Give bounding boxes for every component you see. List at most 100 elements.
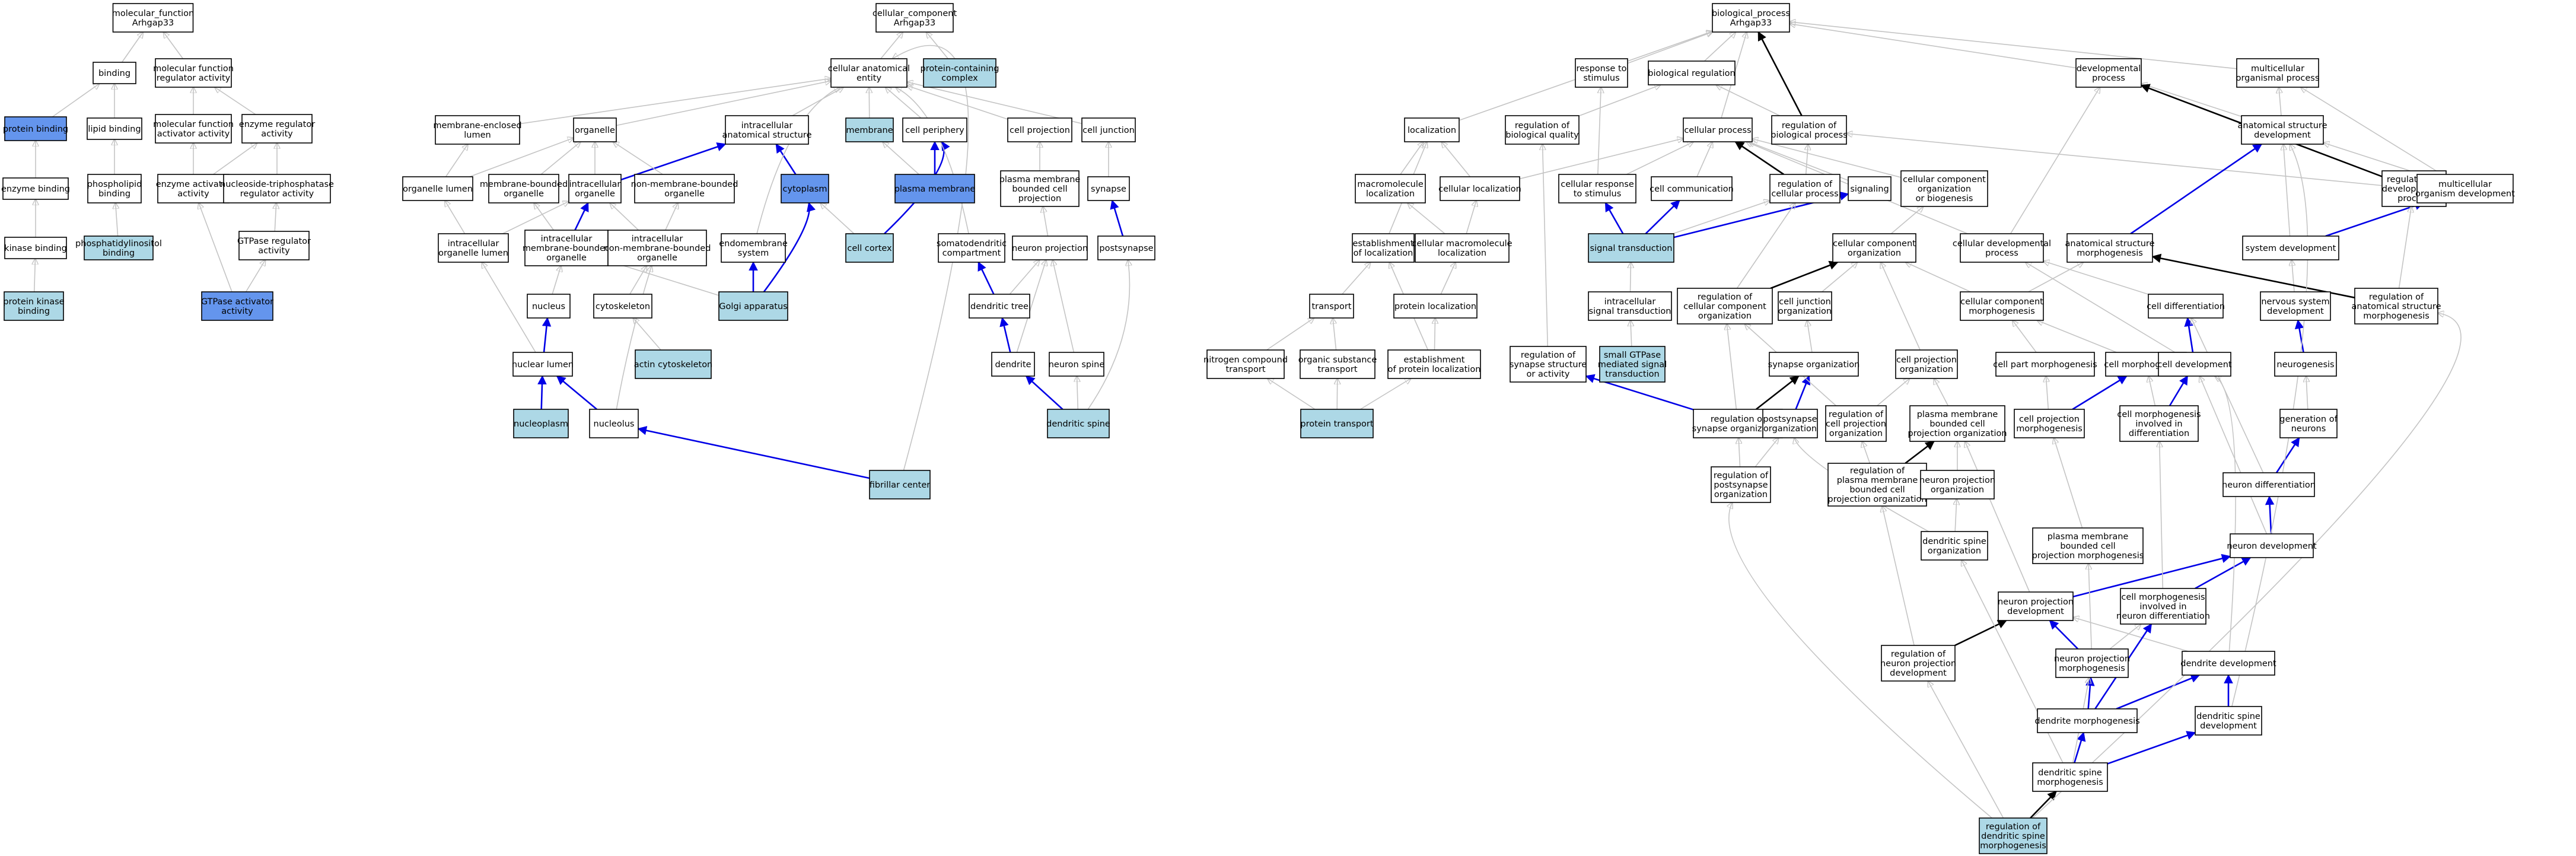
node-dendrite[interactable]: dendrite: [991, 352, 1035, 377]
node-sig-trans[interactable]: signal transduction: [1588, 233, 1674, 263]
node-syn-org[interactable]: synapse organization: [1768, 352, 1860, 377]
node-cell-junction[interactable]: cell junction: [1081, 117, 1136, 142]
node-cytoplasm[interactable]: cytoplasm: [781, 174, 829, 203]
node-organelle[interactable]: organelle: [573, 117, 617, 142]
node-cell-loc[interactable]: cellular localization: [1438, 176, 1521, 201]
node-org-lumen[interactable]: organelle lumen: [402, 176, 473, 201]
node-cell-cortex[interactable]: cell cortex: [845, 233, 894, 263]
node-dendrite-morph[interactable]: dendrite morphogenesis: [2034, 708, 2140, 733]
node-synapse[interactable]: synapse: [1087, 176, 1130, 201]
node-neuron-diff[interactable]: neuron differentiation: [2222, 472, 2316, 497]
node-membrane[interactable]: membrane: [845, 117, 894, 142]
node-cytoskeleton[interactable]: cytoskeleton: [593, 294, 652, 319]
node-postsynapse[interactable]: postsynapse: [1097, 236, 1155, 260]
node-signaling[interactable]: signaling: [1848, 176, 1892, 201]
node-golgi[interactable]: Golgi apparatus: [718, 291, 788, 321]
node-nucleoplasm[interactable]: nucleoplasm: [513, 409, 569, 438]
node-dendritic-tree[interactable]: dendritic tree: [969, 294, 1030, 319]
node-cell-periphery[interactable]: cell periphery: [902, 117, 967, 142]
node-kinase-binding[interactable]: kinase binding: [4, 237, 67, 259]
node-dendrite-dev[interactable]: dendrite development: [2180, 651, 2276, 676]
node-binding[interactable]: binding: [93, 62, 136, 84]
node-nuclear-lumen[interactable]: nuclear lumen: [512, 352, 574, 377]
node-neuron-projection[interactable]: neuron projection: [1012, 236, 1088, 260]
node-cell-proc[interactable]: cellular process: [1683, 117, 1753, 142]
node-cpm[interactable]: cell part morphogenesis: [1993, 352, 2097, 377]
node-lipid-binding[interactable]: lipid binding: [87, 117, 142, 140]
node-fibrillar-center[interactable]: fibrillar center: [869, 470, 931, 499]
node-transport[interactable]: transport: [1309, 294, 1354, 319]
node-actin-cytoskeleton[interactable]: actin cytoskeleton: [634, 349, 713, 379]
node-sys-dev[interactable]: system development: [2242, 236, 2339, 260]
node-nucleus[interactable]: nucleus: [527, 294, 571, 319]
node-cell-dev[interactable]: cell development: [2157, 352, 2232, 377]
node-prot-loc[interactable]: protein localization: [1393, 294, 1478, 319]
node-neuron-dev[interactable]: neuron development: [2227, 533, 2317, 558]
node-enzyme-binding[interactable]: enzyme binding: [1, 177, 70, 200]
node-neuron-spine[interactable]: neuron spine: [1049, 352, 1105, 377]
node-protein-binding[interactable]: protein binding: [3, 116, 68, 141]
node-bio-reg[interactable]: biological regulation: [1648, 61, 1736, 85]
node-dendritic-spine[interactable]: dendritic spine: [1046, 409, 1110, 438]
node-cell-projection[interactable]: cell projection: [1007, 117, 1072, 142]
node-prot-trans[interactable]: protein transport: [1300, 409, 1374, 438]
